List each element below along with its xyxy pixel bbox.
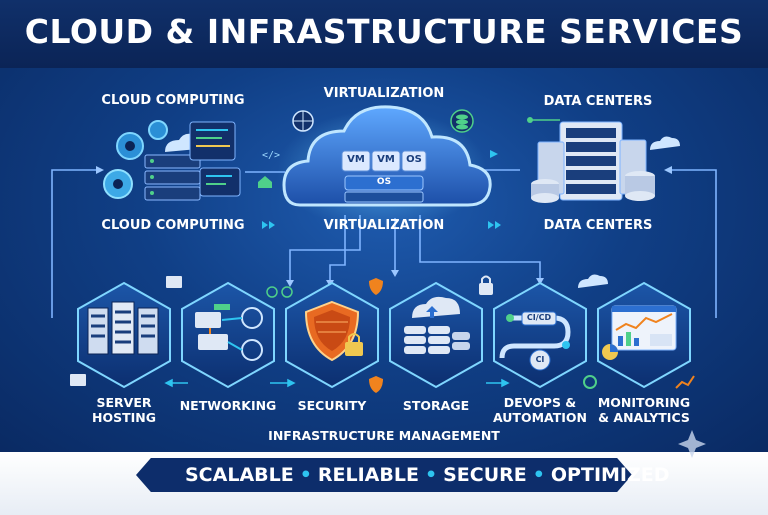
os-bar — [344, 175, 424, 191]
service-hexagons — [77, 281, 691, 389]
os-chip-1 — [401, 150, 427, 172]
bottom-flow-arrows — [164, 378, 510, 388]
footer-banner — [136, 458, 632, 492]
tagline-optimized: OPTIMIZED — [550, 464, 670, 486]
tagline-separator: • — [424, 464, 438, 486]
loop-connectors — [51, 169, 717, 318]
tagline-scalable: SCALABLE — [185, 464, 294, 486]
virtualization-label-2: VIRTUALIZATION — [323, 218, 445, 233]
vm-chip-2 — [371, 150, 401, 172]
chevron-arrows — [262, 150, 501, 229]
service-label-monitoring: MONITORING& ANALYTICS — [597, 395, 691, 425]
dashboard-chart-icon — [602, 305, 677, 360]
svg-text:</>: </> — [262, 150, 280, 161]
vm-chip-1-label: VM — [347, 154, 365, 165]
header: CLOUD & INFRASTRUCTURE SERVICES — [0, 0, 768, 68]
network-icon — [195, 304, 263, 361]
service-label-devops: DEVOPS &AUTOMATION — [492, 395, 587, 425]
storage-database-icon — [404, 296, 470, 354]
ci-cd-badge — [521, 311, 557, 326]
infrastructure-management-label: INFRASTRUCTURE MANAGEMENT — [268, 428, 500, 443]
tagline-secure: SECURE — [443, 464, 527, 486]
ci-cd-label: CI/CD — [526, 313, 552, 322]
data-centers-label: DATA CENTERS — [543, 94, 653, 109]
vm-chip-2-label: VM — [377, 154, 395, 165]
tagline-reliable: RELIABLE — [317, 464, 419, 486]
data-centers-illustration — [527, 117, 680, 203]
os-bar-label: OS — [376, 177, 392, 187]
arrow-heads — [96, 166, 672, 287]
cloud-computing-illustration: </> — [103, 120, 280, 201]
os-chip-1-label: OS — [406, 154, 422, 165]
floating-icons — [70, 274, 706, 458]
ci-cd-pipeline-icon — [499, 311, 571, 371]
service-label-networking: NETWORKING — [179, 398, 277, 413]
tagline-separator: • — [299, 464, 312, 486]
ci-label: CI — [535, 355, 545, 364]
ci-badge — [529, 349, 551, 371]
vm-chip-1 — [341, 150, 371, 172]
tagline-separator: • — [532, 464, 545, 486]
cloud-computing-label-2: CLOUD COMPUTING — [101, 218, 245, 233]
page-title: CLOUD & INFRASTRUCTURE SERVICES — [24, 12, 744, 51]
shield-icon — [304, 300, 363, 362]
cloud-computing-label: CLOUD COMPUTING — [101, 93, 245, 108]
data-centers-label-2: DATA CENTERS — [543, 218, 653, 233]
server-rack-icon — [87, 301, 159, 355]
service-label-security: SECURITY — [297, 398, 367, 413]
virtualization-cloud — [277, 105, 492, 230]
service-label-storage: STORAGE — [402, 398, 470, 413]
virtualization-label: VIRTUALIZATION — [323, 86, 445, 101]
footer-tagline: SCALABLE•RELIABLE•SECURE•OPTIMIZED — [185, 464, 670, 486]
